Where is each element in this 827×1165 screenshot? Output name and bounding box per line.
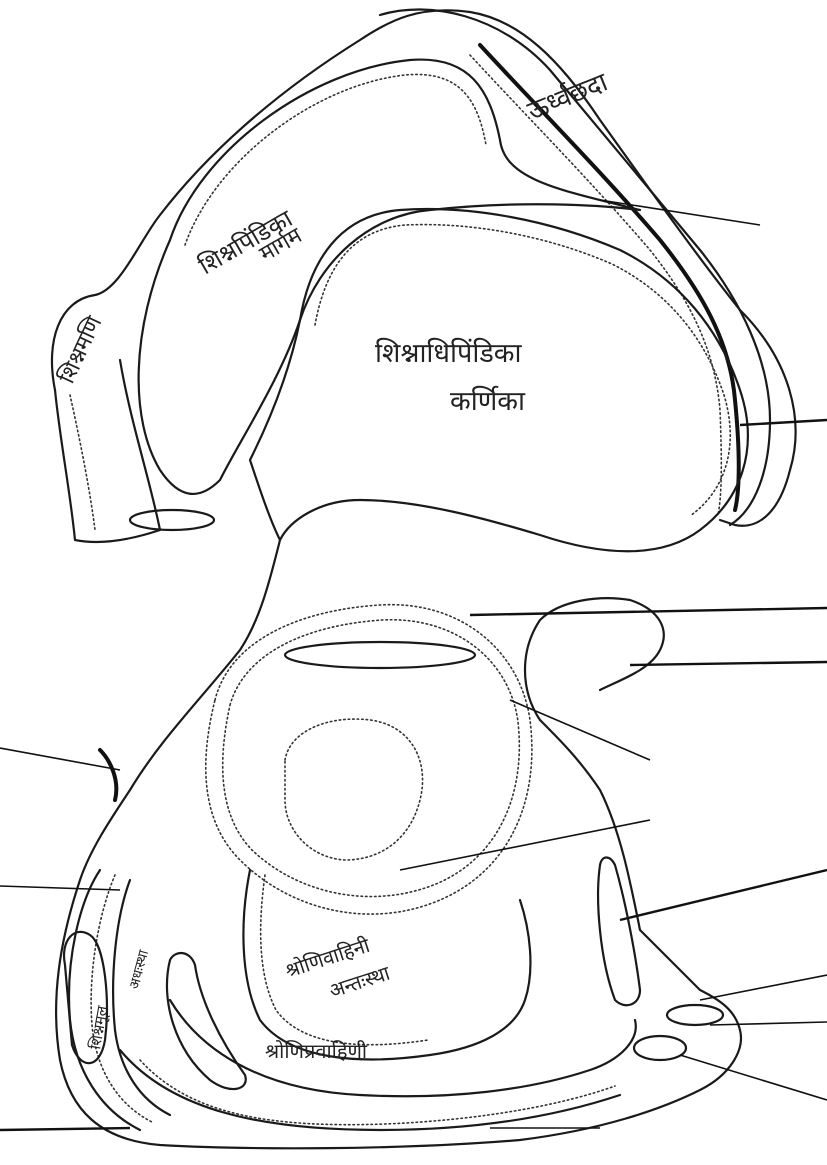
upper-lobe-dotted: [185, 74, 486, 245]
right-vertical-duct: [598, 858, 640, 1006]
label-bottom: श्रोणिप्रवाहिणी: [265, 1039, 368, 1063]
right-duct-lower: [634, 1036, 686, 1060]
outer-upper-outline: [52, 10, 796, 526]
label-central-a: शिश्नाधिपिंडिका: [375, 337, 523, 369]
central-body: [250, 209, 748, 551]
leader-line-4: [630, 662, 827, 665]
lower-body-outline: [56, 540, 741, 1148]
central-body-dotted: [315, 225, 730, 516]
large-sac: [206, 605, 532, 914]
left-edge-structure: [55, 360, 160, 542]
leader-line-12: [680, 1055, 827, 1100]
label-lower-left-b: अधःस्था: [126, 948, 152, 991]
leader-line-9: [620, 870, 827, 920]
lower-middle-tube: [167, 953, 246, 1089]
leader-line-5: [510, 700, 650, 760]
label-top-right: ऊर्ध्वछदा: [523, 66, 613, 126]
left-duct: [130, 510, 214, 530]
label-lower-left-a: शिश्नमूल: [86, 1004, 112, 1051]
middle-duct: [285, 642, 475, 668]
bottom-band-lower: [120, 1050, 620, 1130]
label-central-b: कर्णिका: [450, 385, 526, 417]
cap-dark-band: [480, 45, 739, 510]
leader-line-2: [740, 420, 827, 425]
leader-line-13: [0, 1128, 130, 1130]
right-duct-upper: [667, 1005, 723, 1025]
leader-line-8: [0, 886, 120, 890]
lower-left-outer: [69, 870, 140, 1130]
leader-line-11: [710, 1022, 827, 1025]
label-left-edge: शिश्नमणि: [54, 311, 108, 387]
left-edge-dotted: [70, 395, 95, 530]
right-lobe: [525, 598, 664, 720]
bottom-band-upper: [170, 1000, 636, 1096]
left-notch: [100, 750, 116, 800]
leader-line-10: [700, 975, 827, 1000]
inner-nodule: [285, 719, 423, 860]
